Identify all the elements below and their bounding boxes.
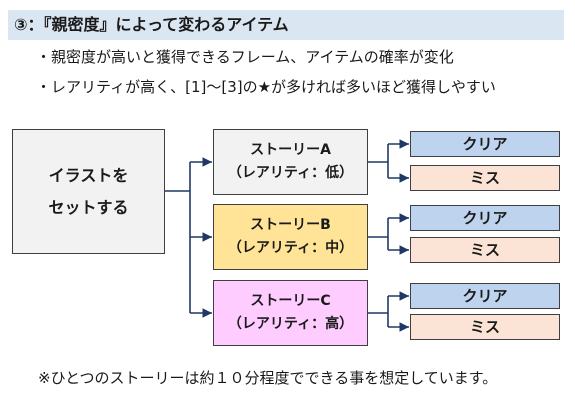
footnote: ※ひとつのストーリーは約１０分程度でできる事を想定しています。 xyxy=(38,369,498,387)
result-miss-c: ミス xyxy=(410,314,560,340)
result-miss-b: ミス xyxy=(410,237,560,263)
story-b-title: ストーリーB xyxy=(250,217,331,233)
story-node-a: ストーリーA （レアリティ：低） xyxy=(213,129,368,195)
result-clear-b: クリア xyxy=(410,205,560,231)
story-b-rarity: （レアリティ：中） xyxy=(227,240,354,256)
root-line-1: イラストを xyxy=(48,165,129,185)
bullet-rarity: ・レアリティが高く、[1]～[3]の★が多ければ多いほど獲得しやすい xyxy=(36,78,496,96)
result-clear-a: クリア xyxy=(410,131,560,157)
story-a-title: ストーリーA xyxy=(250,142,331,158)
root-line-2: セットする xyxy=(48,197,129,217)
story-c-title: ストーリーC xyxy=(250,293,331,309)
story-a-rarity: （レアリティ：低） xyxy=(227,165,354,181)
story-node-c: ストーリーC （レアリティ：高） xyxy=(213,280,368,346)
result-miss-a: ミス xyxy=(410,165,560,191)
section-heading: ③：『親密度』によって変わるアイテム xyxy=(8,10,564,40)
story-node-b: ストーリーB （レアリティ：中） xyxy=(213,204,368,270)
bullet-intimacy: ・親密度が高いと獲得できるフレーム、アイテムの確率が変化 xyxy=(36,48,454,66)
result-clear-c: クリア xyxy=(410,283,560,309)
story-c-rarity: （レアリティ：高） xyxy=(227,316,354,332)
root-node-set-illustration: イラストを セットする xyxy=(12,129,165,254)
